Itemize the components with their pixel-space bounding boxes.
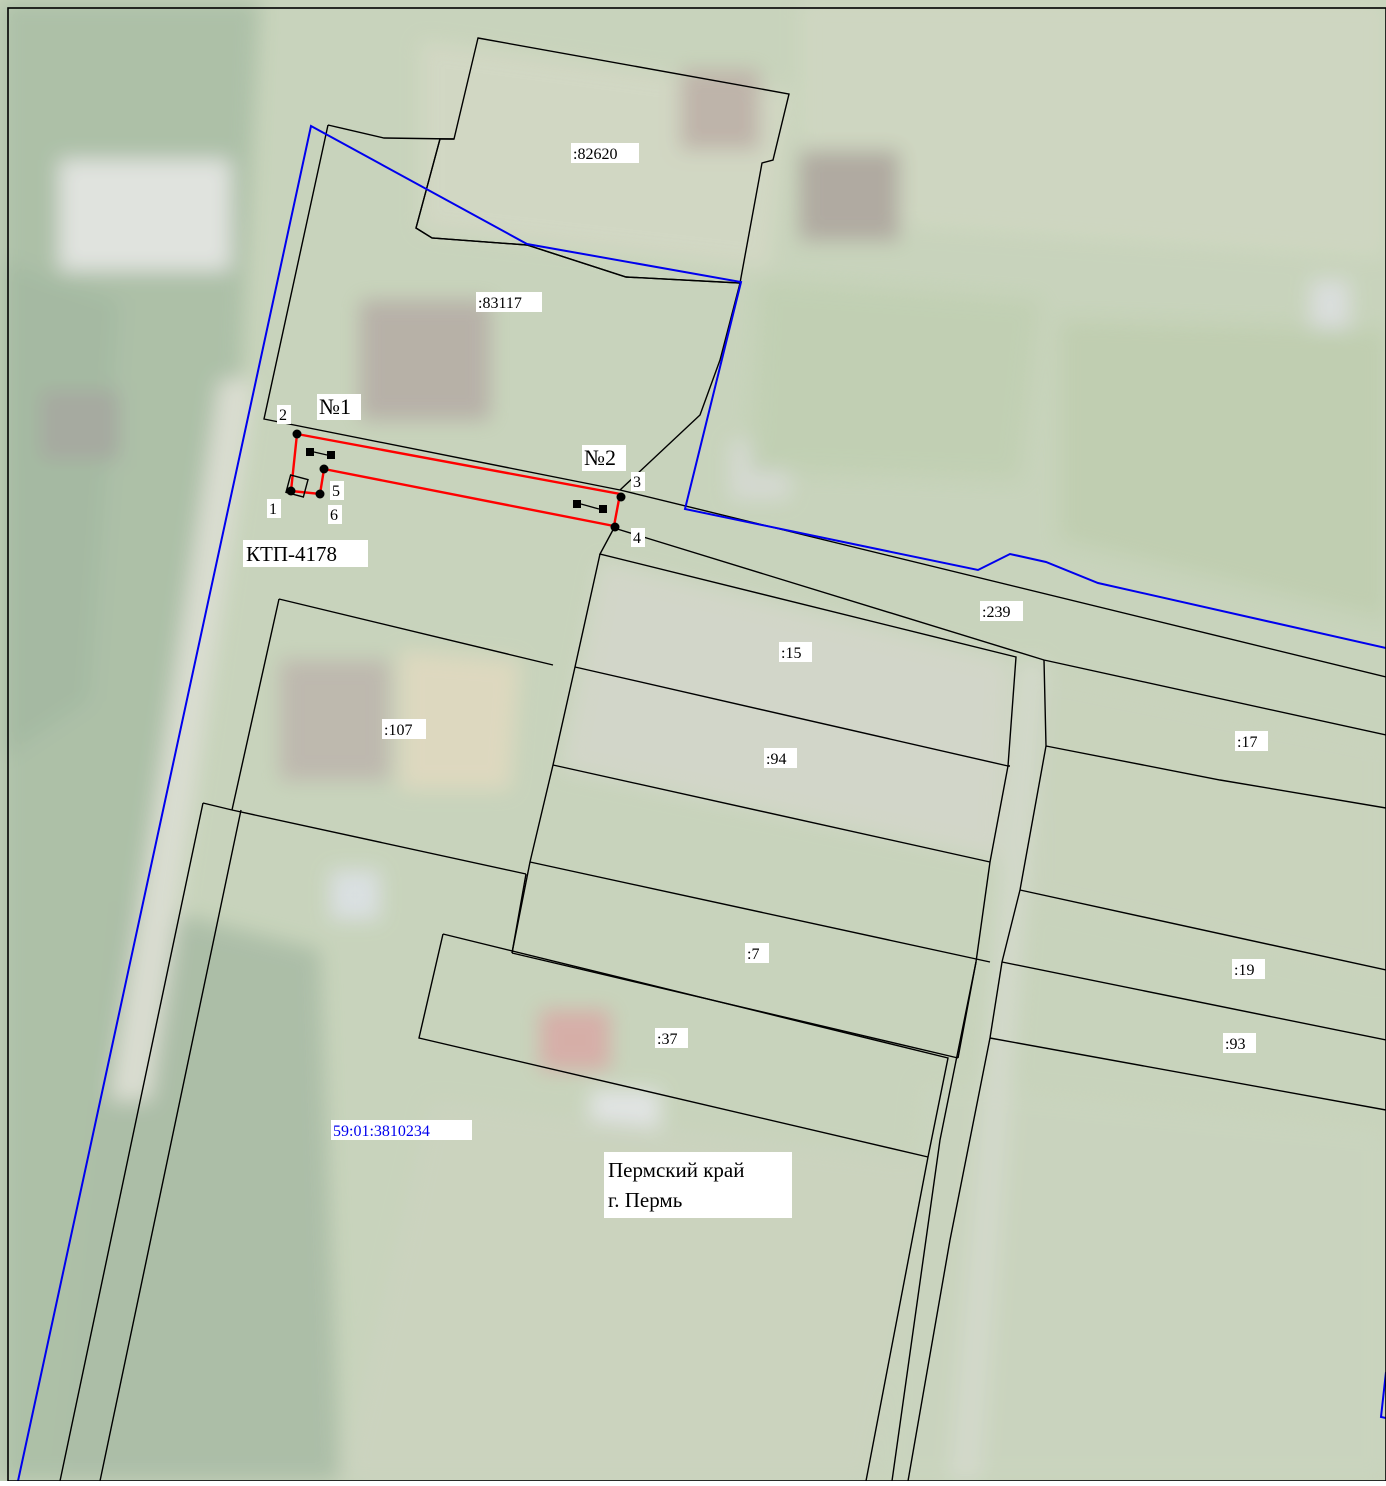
parcel-label-239: :239 — [982, 604, 1010, 621]
point-label-4: 4 — [633, 530, 641, 547]
parcel-label-7: :7 — [747, 946, 759, 963]
quarter-boundary-line — [17, 124, 1386, 1482]
cable-symbol-2 — [573, 500, 607, 513]
cable-symbol-1 — [306, 448, 335, 459]
parcel-label-107: :107 — [384, 722, 412, 739]
parcel-outline-93 — [989, 1037, 1386, 1111]
parcel-outline-south-west — [59, 802, 527, 1482]
region-label-line2: г. Пермь — [608, 1188, 682, 1212]
substation-symbol — [285, 474, 309, 498]
quarter-boundary-line-east — [1379, 1371, 1386, 1419]
parcel-label-83117: :83117 — [478, 295, 522, 312]
parcel-label-17: :17 — [1237, 734, 1257, 751]
planned-object — [285, 429, 626, 532]
point-label-3: 3 — [633, 474, 641, 491]
parcel-outline-15 — [574, 666, 1009, 767]
quarter-number-label: 59:01:3810234 — [333, 1123, 430, 1140]
point-marker-1 — [286, 486, 296, 496]
parcel-label-15: :15 — [781, 645, 801, 662]
region-label: Пермский край г. Пермь — [604, 1152, 792, 1218]
section-labels: №1 №2 — [317, 394, 626, 471]
point-marker-5 — [319, 464, 329, 474]
parcel-label-93: :93 — [1225, 1036, 1245, 1053]
parcel-outline-19 — [1001, 889, 1386, 1041]
parcel-label-37: :37 — [657, 1031, 677, 1048]
region-label-line1: Пермский край — [608, 1158, 744, 1182]
section-label-1: №1 — [319, 394, 351, 419]
substation-label: КТП-4178 — [246, 542, 337, 566]
parcel-label-19: :19 — [1234, 962, 1254, 979]
point-label-2: 2 — [279, 407, 287, 424]
parcel-label-94: :94 — [766, 751, 786, 768]
quarter-boundary — [17, 124, 1386, 1482]
point-label-6: 6 — [330, 507, 338, 524]
parcel-outline-83117 — [263, 124, 741, 491]
point-marker-2 — [292, 429, 302, 439]
parcel-boundaries — [59, 37, 1386, 1482]
parcel-outline-south — [865, 961, 977, 1482]
point-marker-3 — [616, 492, 626, 502]
point-label-1: 1 — [269, 501, 277, 518]
parcel-outline-107 — [231, 598, 554, 875]
parcel-label-82620: :82620 — [573, 146, 617, 163]
point-marker-4 — [610, 522, 620, 532]
parcel-outline-37 — [418, 933, 949, 1158]
point-labels: 1 2 3 4 5 6 — [267, 405, 645, 547]
point-label-5: 5 — [332, 483, 340, 500]
point-marker-6 — [315, 489, 325, 499]
parcel-outline-239 — [598, 489, 1386, 767]
parcel-labels: :82620 :83117 :239 :15 :107 :94 :17 :7 :… — [382, 143, 1268, 1053]
section-label-2: №2 — [584, 445, 616, 470]
